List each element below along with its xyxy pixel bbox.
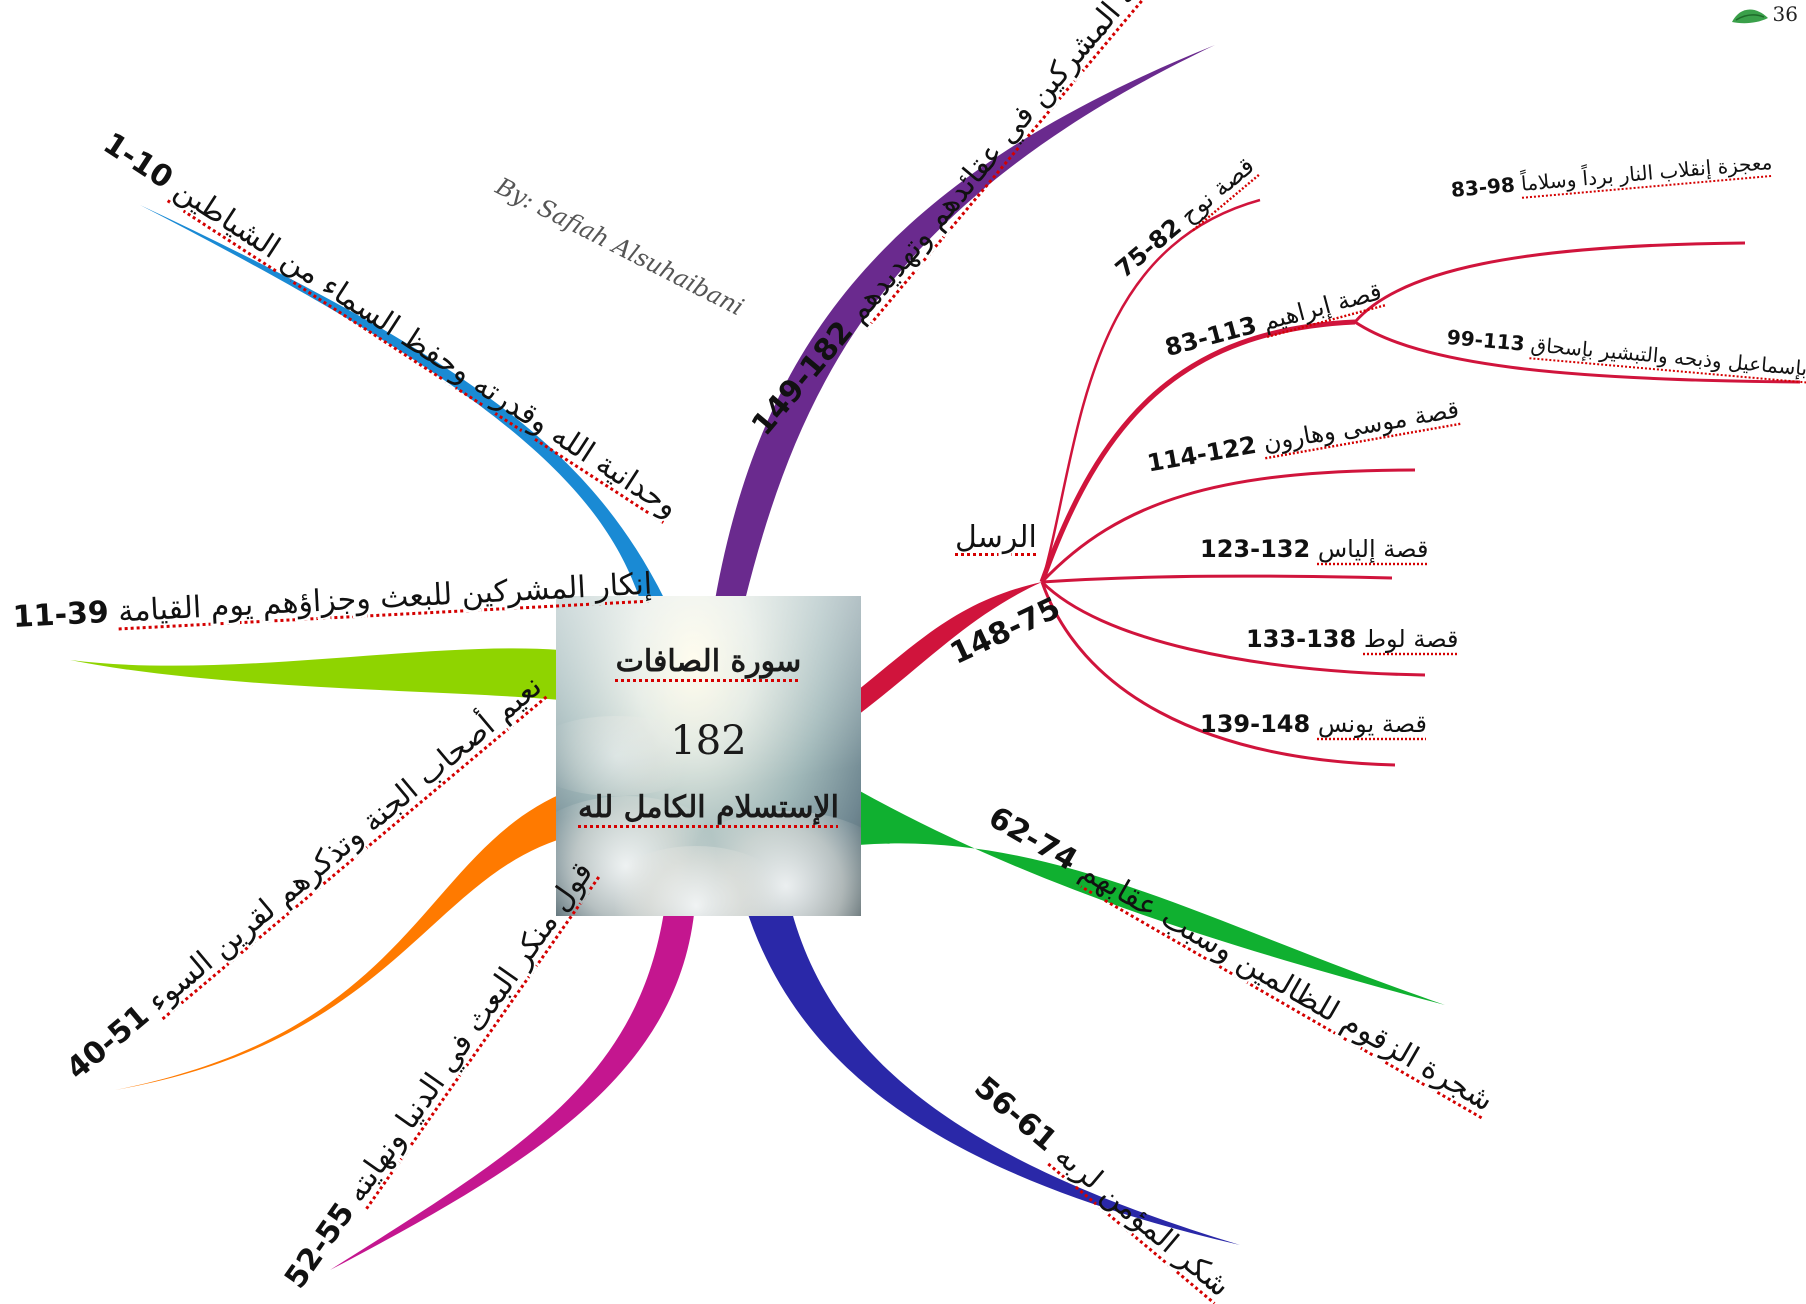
line-m3 <box>1040 468 1416 584</box>
branch-shape-b4 <box>330 905 695 1270</box>
page-number: 36 <box>1772 2 1798 26</box>
surah-verse-count: 182 <box>670 718 747 764</box>
label-m5: قصة لوط 138-133 <box>1246 625 1459 653</box>
line-m1 <box>1040 198 1261 583</box>
line-m4 <box>1041 574 1393 584</box>
leaf-icon <box>1732 9 1768 24</box>
messenger-lines <box>1039 198 1801 767</box>
label-m6: قصة يونس 148-139 <box>1200 710 1427 738</box>
surah-theme: الإستسلام الكامل لله <box>578 790 839 825</box>
label-b8-title: الرسل <box>955 520 1037 555</box>
branch-shape-b6 <box>858 790 1445 1005</box>
label-m4: قصة إلياس 132-123 <box>1200 535 1429 563</box>
branch-shape-b1 <box>140 205 665 600</box>
line-m6 <box>1040 581 1396 767</box>
branch-shape-b5 <box>745 905 1240 1245</box>
branch-shape-b7 <box>715 45 1215 600</box>
line-s2 <box>1354 320 1801 384</box>
branch-shape-b3 <box>115 790 575 1090</box>
branch-shape-b2 <box>70 648 560 700</box>
line-s1 <box>1353 241 1746 323</box>
surah-title: سورة الصافات <box>615 644 802 679</box>
central-topic: سورة الصافات 182 الإستسلام الكامل لله <box>556 596 861 916</box>
line-m5 <box>1040 580 1426 677</box>
line-m2 <box>1039 319 1356 583</box>
